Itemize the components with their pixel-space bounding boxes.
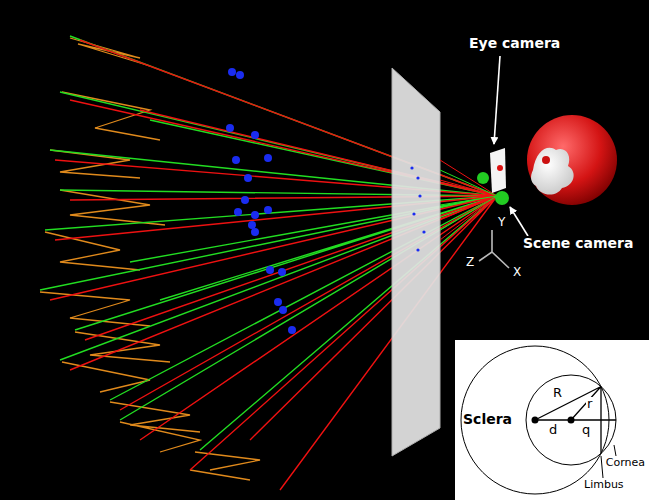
symbol-label: r	[586, 397, 593, 411]
axes	[479, 230, 509, 268]
region-label: Cornea	[605, 457, 646, 469]
image-plane	[392, 68, 440, 456]
eye-image	[490, 148, 506, 193]
region-label: Sclera	[462, 412, 513, 427]
inset-panel	[455, 340, 649, 500]
eyeball	[527, 115, 617, 205]
eye-image-pupil	[497, 165, 503, 171]
axis-label: Y	[497, 216, 506, 229]
symbol-label: R	[552, 386, 563, 400]
red-rays	[50, 40, 497, 490]
pupil	[542, 156, 550, 164]
plane-ray-ends	[440, 160, 497, 240]
axis-label: X	[512, 266, 522, 279]
center-dot	[568, 417, 575, 424]
cornea-patch	[531, 148, 574, 195]
scene-camera-dot	[495, 191, 509, 205]
symbol-label: d	[548, 423, 558, 437]
callout-label: Eye camera	[468, 36, 561, 51]
blue-points	[226, 68, 296, 334]
leader-arrow	[494, 56, 500, 144]
geometry-lines	[535, 387, 616, 454]
symbol-label: q	[581, 423, 591, 437]
callout-label: Scene camera	[522, 236, 634, 251]
region-label: Limbus	[583, 479, 625, 491]
plane-marks	[410, 166, 425, 251]
plane-ray-ends-green	[440, 170, 497, 230]
center-dot	[532, 417, 539, 424]
leader-arrow	[510, 207, 528, 236]
axis-label: Z	[465, 256, 475, 269]
eye-camera-dot	[477, 172, 489, 184]
cornea-circle	[526, 375, 616, 465]
